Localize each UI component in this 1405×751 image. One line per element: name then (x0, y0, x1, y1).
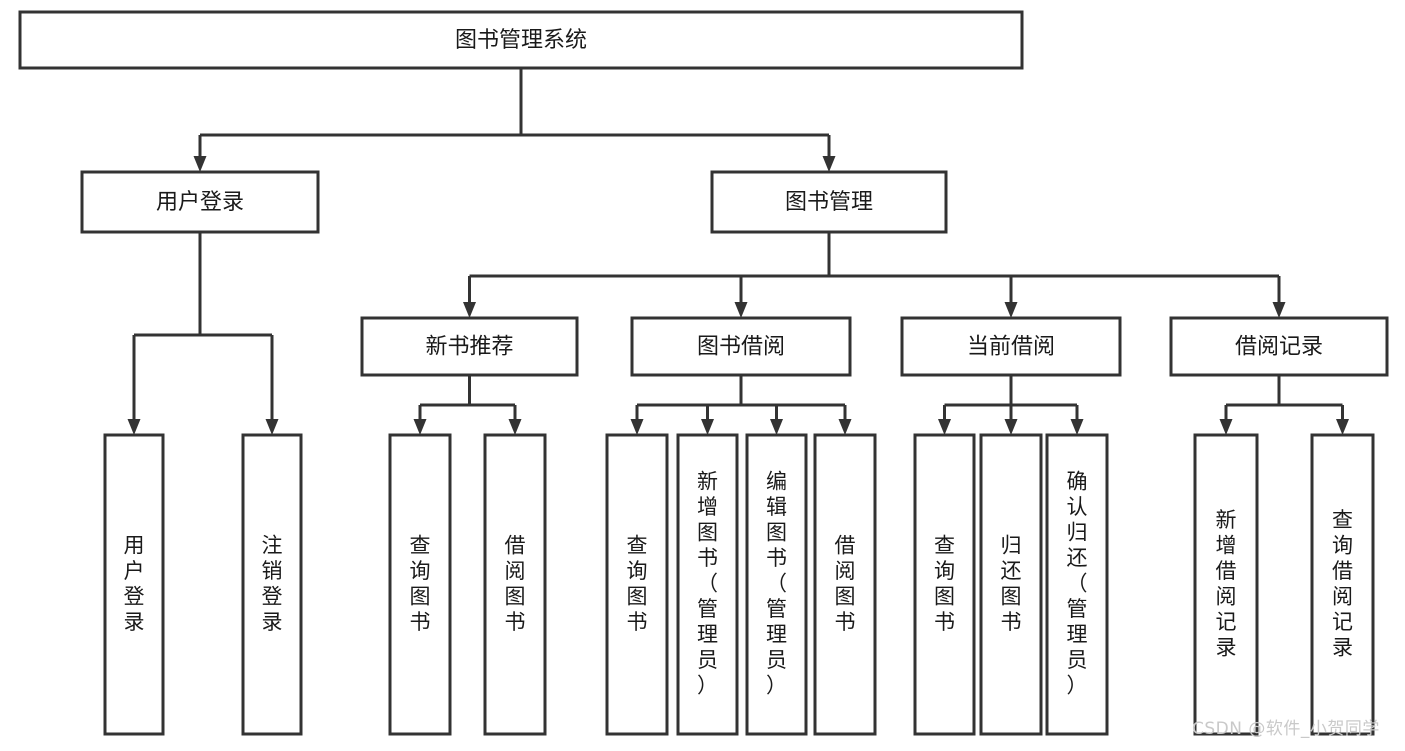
node-leaf-confirm-return[interactable]: 确认归还（管理员） (1045, 433, 1109, 736)
node-user-login[interactable]: 用户登录 (80, 170, 320, 234)
node-box-book-management (710, 170, 948, 234)
arrow-head-new-book-recommend (463, 302, 476, 318)
node-leaf-borrow-book-2[interactable]: 借阅图书 (813, 433, 877, 736)
node-box-user-login (80, 170, 320, 234)
node-box-leaf-add-book (676, 433, 739, 736)
arrow-head-leaf-query-book-2 (630, 419, 644, 435)
node-leaf-add-borrow-record[interactable]: 新增借阅记录 (1193, 433, 1259, 736)
node-box-leaf-query-book-3 (913, 433, 976, 736)
node-leaf-borrow-book-1[interactable]: 借阅图书 (483, 433, 547, 736)
node-label-borrow-record: 借阅记录 (1235, 335, 1323, 360)
node-label-leaf-query-book-2: 查询图书 (627, 533, 648, 634)
arrow-head-leaf-borrow-book-2 (838, 419, 852, 435)
arrow-head-leaf-query-borrow-record (1336, 419, 1349, 435)
arrow-head-leaf-edit-book (770, 419, 783, 435)
node-box-leaf-user-logout (241, 433, 303, 736)
node-box-leaf-user-login (103, 433, 165, 736)
node-label-new-book-recommend: 新书推荐 (425, 335, 513, 360)
node-label-root: 图书管理系统 (455, 28, 587, 53)
node-box-borrow-record (1169, 316, 1389, 377)
node-box-book-borrow (630, 316, 852, 377)
node-label-book-management: 图书管理 (785, 190, 873, 215)
node-label-leaf-add-borrow-record: 新增借阅记录 (1216, 508, 1237, 660)
arrow-head-user-login (193, 156, 207, 172)
node-leaf-user-logout[interactable]: 注销登录 (241, 433, 303, 736)
node-box-leaf-borrow-book-2 (813, 433, 877, 736)
node-label-leaf-add-book: 新增图书（管理员） (697, 470, 718, 698)
node-label-leaf-return-book: 归还图书 (1001, 533, 1022, 634)
node-box-new-book-recommend (360, 316, 579, 377)
node-label-book-borrow: 图书借阅 (697, 335, 785, 360)
node-root[interactable]: 图书管理系统 (18, 10, 1024, 70)
node-box-leaf-borrow-book-1 (483, 433, 547, 736)
node-label-leaf-query-book-1: 查询图书 (410, 533, 431, 634)
node-label-leaf-user-login: 用户登录 (124, 533, 145, 634)
node-book-management[interactable]: 图书管理 (710, 170, 948, 234)
node-label-leaf-edit-book: 编辑图书（管理员） (766, 470, 787, 698)
arrow-head-leaf-borrow-book-1 (508, 419, 522, 435)
arrow-head-leaf-user-logout (265, 419, 279, 435)
arrow-head-leaf-user-login (127, 419, 141, 435)
node-box-leaf-query-book-1 (388, 433, 452, 736)
node-leaf-query-book-1[interactable]: 查询图书 (388, 433, 452, 736)
node-leaf-user-login[interactable]: 用户登录 (103, 433, 165, 736)
node-box-leaf-add-borrow-record (1193, 433, 1259, 736)
node-leaf-query-book-2[interactable]: 查询图书 (605, 433, 669, 736)
node-label-user-login: 用户登录 (156, 190, 244, 215)
node-leaf-query-book-3[interactable]: 查询图书 (913, 433, 976, 736)
node-current-borrow[interactable]: 当前借阅 (900, 316, 1122, 377)
node-borrow-record[interactable]: 借阅记录 (1169, 316, 1389, 377)
node-layer: 图书管理系统用户登录图书管理新书推荐图书借阅当前借阅借阅记录用户登录注销登录查询… (18, 10, 1389, 736)
node-book-borrow[interactable]: 图书借阅 (630, 316, 852, 377)
arrow-head-leaf-confirm-return (1070, 419, 1084, 435)
node-label-leaf-query-book-3: 查询图书 (934, 533, 955, 634)
node-label-leaf-borrow-book-2: 借阅图书 (835, 533, 856, 634)
node-new-book-recommend[interactable]: 新书推荐 (360, 316, 579, 377)
connector-layer (127, 68, 1349, 435)
arrow-head-current-borrow (1004, 302, 1018, 318)
node-label-leaf-user-logout: 注销登录 (262, 533, 283, 634)
arrow-head-book-management (822, 156, 836, 172)
node-leaf-query-borrow-record[interactable]: 查询借阅记录 (1310, 433, 1375, 736)
node-label-leaf-query-borrow-record: 查询借阅记录 (1332, 508, 1353, 660)
node-box-root (18, 10, 1024, 70)
node-box-leaf-confirm-return (1045, 433, 1109, 736)
node-label-leaf-borrow-book-1: 借阅图书 (505, 533, 526, 634)
node-label-leaf-confirm-return: 确认归还（管理员） (1067, 470, 1088, 698)
node-box-leaf-edit-book (745, 433, 808, 736)
node-box-leaf-query-book-2 (605, 433, 669, 736)
node-box-leaf-query-borrow-record (1310, 433, 1375, 736)
arrow-head-leaf-query-book-3 (938, 419, 951, 435)
arrow-head-book-borrow (734, 302, 748, 318)
node-leaf-return-book[interactable]: 归还图书 (979, 433, 1043, 736)
node-leaf-edit-book[interactable]: 编辑图书（管理员） (745, 433, 808, 736)
arrow-head-leaf-return-book (1004, 419, 1018, 435)
arrow-head-leaf-add-borrow-record (1219, 419, 1233, 435)
arrow-head-leaf-query-book-1 (413, 419, 427, 435)
arrow-head-leaf-add-book (701, 419, 714, 435)
node-box-current-borrow (900, 316, 1122, 377)
node-leaf-add-book[interactable]: 新增图书（管理员） (676, 433, 739, 736)
arrow-head-borrow-record (1272, 302, 1286, 318)
node-box-leaf-return-book (979, 433, 1043, 736)
node-label-current-borrow: 当前借阅 (967, 335, 1055, 360)
